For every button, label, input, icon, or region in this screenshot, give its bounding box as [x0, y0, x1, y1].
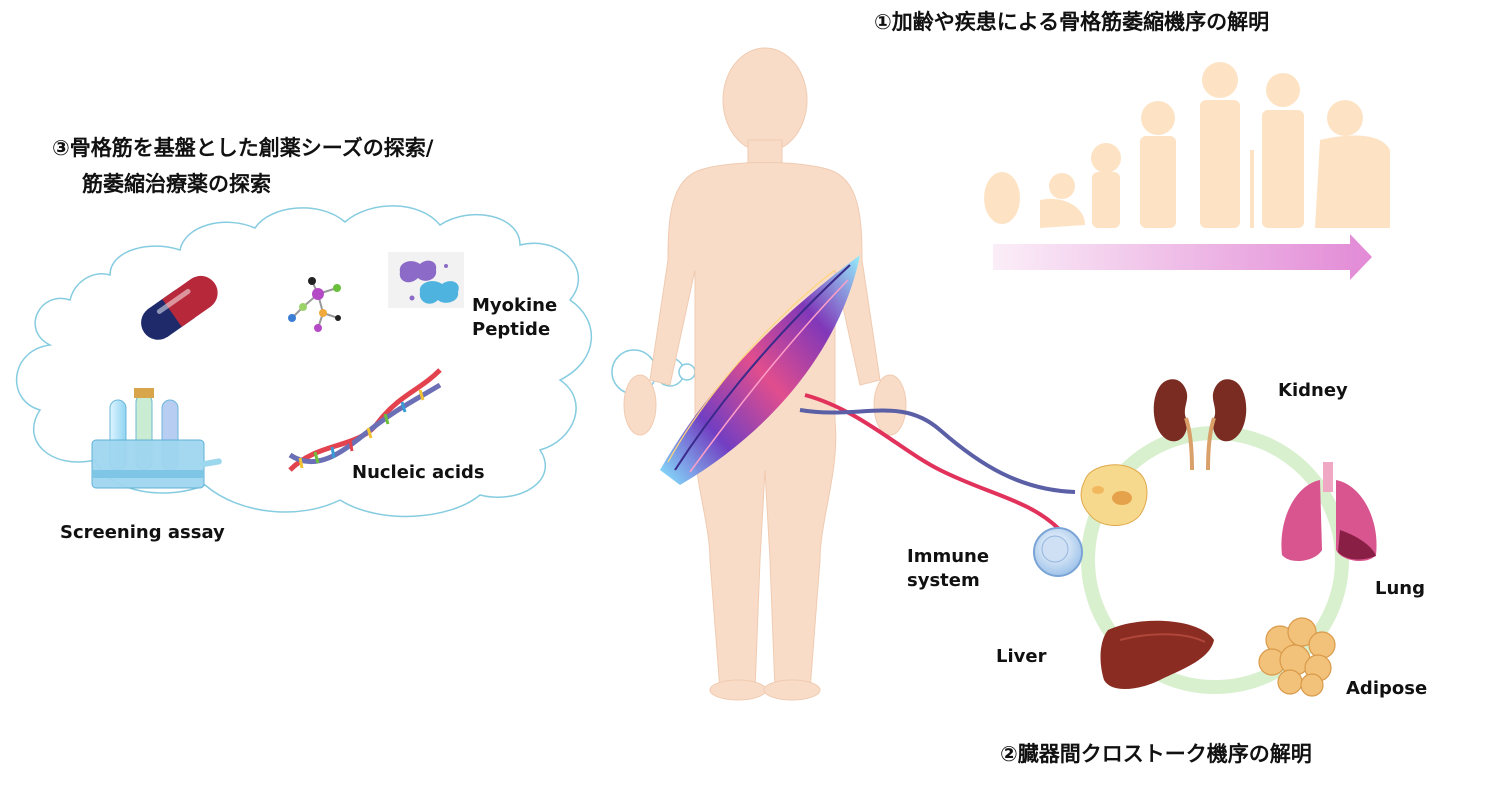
adipose-icon	[1258, 617, 1336, 697]
lung-label: Lung	[1375, 578, 1425, 599]
molecule-icon	[288, 277, 341, 332]
peptide-icon	[388, 252, 464, 308]
immune-system-label: Immune system	[907, 546, 990, 591]
drug-discovery-heading-line2: 筋萎縮治療薬の探索	[82, 172, 271, 196]
adipose-label: Adipose	[1346, 678, 1428, 699]
dna-icon	[288, 368, 442, 472]
screening-assay-label: Screening assay	[60, 522, 225, 543]
aging-arrow	[993, 234, 1372, 280]
aging-mechanism-heading: ①加齢や疾患による骨格筋萎縮機序の解明	[874, 10, 1270, 34]
crosstalk-mechanism-heading: ②臓器間クロストーク機序の解明	[1000, 742, 1312, 766]
kidney-label: Kidney	[1278, 380, 1348, 401]
lifespan-silhouettes	[984, 62, 1390, 228]
lung-icon	[1281, 462, 1377, 562]
drug-discovery-heading-line1: ③骨格筋を基盤とした創薬シーズの探索/	[52, 136, 434, 160]
nucleic-acids-label: Nucleic acids	[352, 462, 485, 483]
myokine-peptide-label: Myokine Peptide	[472, 295, 558, 340]
liver-icon	[1100, 620, 1214, 690]
capsule-icon	[141, 275, 218, 340]
test-tube-rack-icon	[91, 388, 222, 489]
crosstalk-strands	[799, 393, 1076, 532]
skeletal-muscle-illustration	[660, 255, 860, 485]
macrophage-icon	[1080, 464, 1148, 526]
liver-label: Liver	[996, 646, 1047, 667]
immune-cell-icon	[1033, 527, 1083, 577]
kidney-icon	[1153, 379, 1247, 471]
